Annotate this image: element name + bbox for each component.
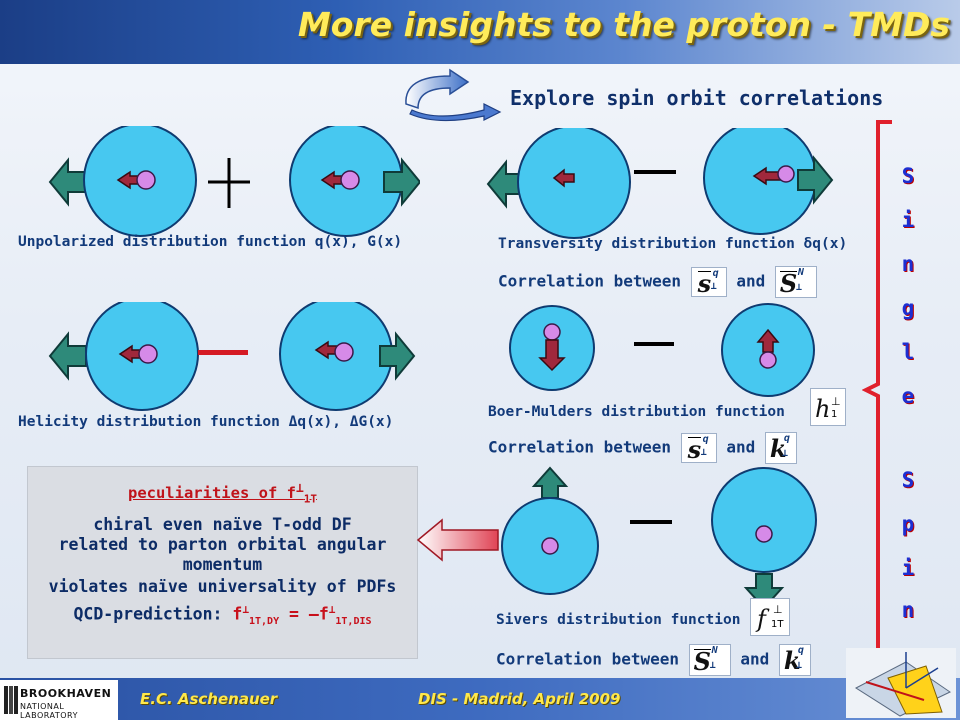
- s-perp-q-symbol: s⊥q: [680, 433, 717, 463]
- peculiarities-title: peculiarities of f⊥1T: [127, 481, 317, 506]
- proton-ring: [517, 128, 631, 239]
- single-spin-letter: i: [901, 208, 915, 232]
- sivers-correlation: Correlation between S⊥N and k⊥q: [496, 644, 811, 676]
- unpolarized-diagram: [48, 126, 420, 237]
- sivers-label: Sivers distribution function: [496, 612, 741, 628]
- boer-mulders-correlation: Correlation between s⊥q and k⊥q: [488, 432, 797, 464]
- boer-mulders-diagram: [509, 303, 815, 397]
- minus-sign: [634, 342, 674, 346]
- qcd-prediction: QCD-prediction: f⊥1T,DY = –f⊥1T,DIS: [73, 603, 372, 628]
- footer-bar: [0, 678, 960, 720]
- minus-sign: [198, 350, 248, 355]
- peculiarity-line: violates naïve universality of PDFs: [48, 577, 397, 597]
- transversity-diagram: [486, 128, 834, 239]
- quark-icon: [340, 170, 360, 190]
- bnl-logo: BROOKHAVEN NATIONAL LABORATORY: [0, 680, 118, 720]
- sivers-diagram: [501, 466, 817, 610]
- s-perp-q-symbol: s⊥q: [690, 267, 727, 297]
- minus-sign: [630, 520, 672, 524]
- proton-spin-arrow-right-icon: [379, 331, 416, 381]
- explore-heading: Explore spin orbit correlations: [510, 86, 884, 110]
- boer-mulders-label: Boer-Mulders distribution function: [488, 404, 785, 420]
- transversity-label: Transversity distribution function δq(x): [498, 236, 848, 252]
- minus-sign: [634, 170, 676, 174]
- helicity-diagram: [48, 302, 416, 411]
- curved-arrow-icon: [405, 68, 502, 122]
- single-spin-letter: g: [901, 296, 915, 320]
- k-perp-q-symbol: k⊥q: [778, 644, 811, 676]
- S-perp-N-symbol: S⊥N: [688, 644, 731, 676]
- slide-title: More insights to the proton - TMDs: [297, 5, 950, 44]
- footer-conference: DIS - Madrid, April 2009: [418, 690, 621, 708]
- scattering-plane-diagram: [846, 648, 956, 718]
- peculiarity-line: chiral even naïve T-odd DF: [93, 515, 352, 535]
- S-perp-N-symbol: S⊥N: [774, 266, 817, 298]
- title-bar: [0, 0, 960, 64]
- peculiarity-line: related to parton orbital angular moment…: [58, 535, 387, 575]
- quark-icon: [543, 323, 561, 341]
- quark-icon: [777, 165, 795, 183]
- proton-spin-arrow-up-icon: [531, 466, 569, 499]
- single-spin-letter: i: [901, 556, 915, 580]
- unpolarized-label: Unpolarized distribution function q(x), …: [18, 234, 403, 250]
- single-spin-letter: n: [901, 252, 915, 276]
- quark-icon: [334, 342, 354, 362]
- quark-spin-arrow-icon: [538, 339, 566, 372]
- quark-icon: [759, 351, 777, 369]
- quark-spin-arrow-icon: [552, 168, 575, 188]
- single-spin-letter: l: [901, 340, 915, 364]
- transversity-correlation: Correlation between s⊥q and S⊥N: [498, 266, 817, 298]
- proton-spin-arrow-right-icon: [383, 157, 420, 207]
- single-spin-bracket: [862, 120, 892, 674]
- quark-icon: [138, 344, 158, 364]
- bnl-logo-mark-icon: [4, 686, 18, 714]
- quark-icon: [136, 170, 156, 190]
- single-spin-letter: p: [901, 512, 915, 536]
- proton-ring: [711, 467, 817, 573]
- quark-icon: [541, 537, 559, 555]
- single-spin-letter: S: [901, 468, 915, 492]
- single-spin-letter: S: [901, 164, 915, 188]
- single-spin-letter: n: [901, 598, 915, 622]
- footer-author: E.C. Aschenauer: [140, 690, 278, 708]
- proton-spin-arrow-right-icon: [797, 155, 834, 205]
- h1-perp-symbol: h⊥1: [810, 388, 846, 426]
- proton-spin-arrow-left-icon: [48, 331, 87, 381]
- single-spin-letter: e: [901, 384, 915, 408]
- arrow-left-icon: [416, 518, 499, 562]
- helicity-label: Helicity distribution function Δq(x), ΔG…: [18, 414, 394, 430]
- k-perp-q-symbol: k⊥q: [764, 432, 797, 464]
- f1T-perp-symbol: f⊥1T: [750, 598, 790, 636]
- quark-icon: [755, 525, 773, 543]
- peculiarities-box: peculiarities of f⊥1T chiral even naïve …: [27, 466, 418, 659]
- proton-spin-arrow-left-icon: [48, 157, 87, 207]
